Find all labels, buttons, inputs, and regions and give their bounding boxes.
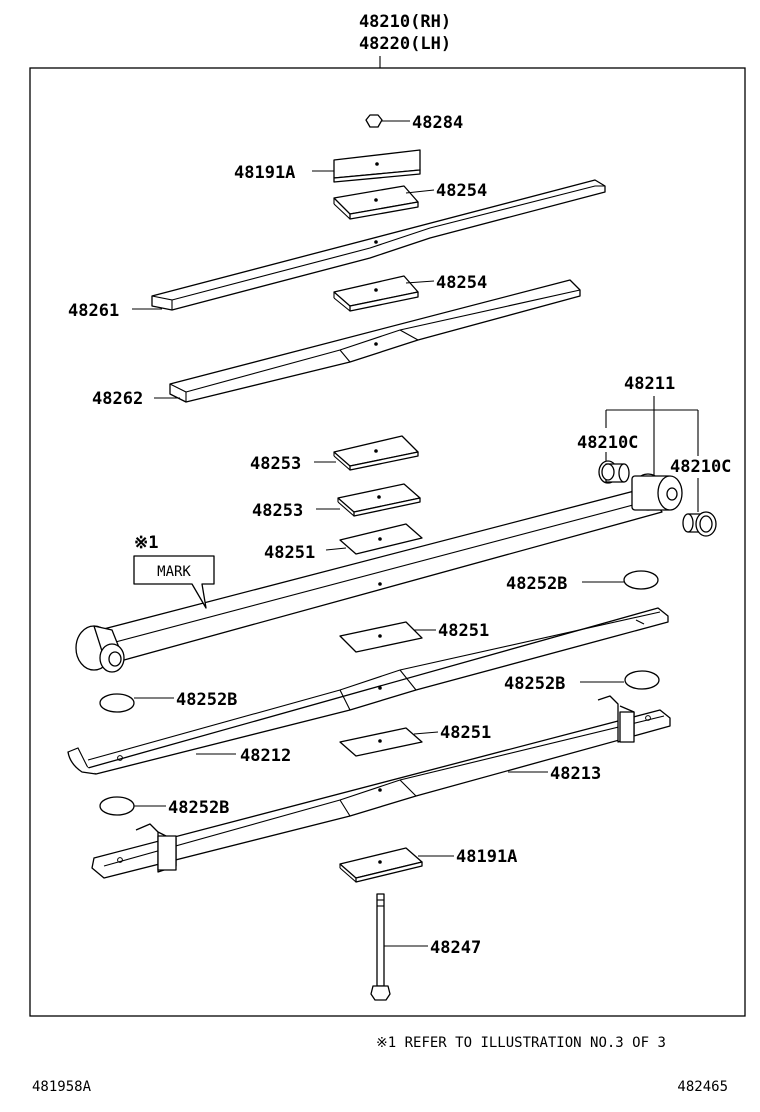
callout-pad-4: 48252B (168, 798, 229, 818)
callout-liner-2: 48251 (438, 621, 489, 641)
callout-center-bolt: 48247 (430, 938, 481, 958)
pad-4-part (99, 796, 166, 816)
assembly-label-rh: 48210(RH) (359, 12, 451, 32)
callout-pad-3: 48252B (176, 690, 237, 710)
liner-2-part (339, 621, 436, 653)
pad-1-part (582, 570, 659, 590)
callout-leaf-3: 48212 (240, 746, 291, 766)
assembly-label-lh: 48220(LH) (359, 34, 451, 54)
mark-tag-box (133, 555, 215, 609)
assembly-frame (29, 67, 746, 1017)
callout-spacer-mid-2: 48253 (252, 501, 303, 521)
callout-pad-1: 48252B (506, 574, 567, 594)
callout-seat-bottom: 48191A (456, 847, 517, 867)
mark-ref: ※1 (134, 533, 158, 553)
callout-pad-2: 48252B (504, 674, 565, 694)
leaf-1-part (132, 179, 606, 311)
pad-2-part (580, 670, 660, 690)
leaf-4-part (91, 695, 671, 879)
drawing-code-right: 482465 (677, 1079, 728, 1095)
callout-bushing-group: 48211 (624, 374, 675, 394)
seat-top-part (312, 149, 421, 183)
bushing-group-bracket (605, 396, 699, 476)
callout-liner-3: 48251 (440, 723, 491, 743)
callout-spacer-mid-1: 48253 (250, 454, 301, 474)
spacer-mid-1-part (314, 435, 419, 471)
seat-bottom-part (339, 847, 454, 883)
spacer-top-1-part (333, 185, 435, 220)
callout-bushing-left: 48210C (577, 433, 638, 453)
callout-spacer-top-1: 48254 (436, 181, 487, 201)
liner-1-part (325, 523, 423, 555)
callout-leaf-1: 48261 (68, 301, 119, 321)
nut-part (365, 114, 410, 128)
spacer-top-2-part (333, 275, 435, 312)
liner-3-part (339, 727, 439, 757)
callout-seat-top: 48191A (234, 163, 295, 183)
callout-spacer-top-2: 48254 (436, 273, 487, 293)
spacer-mid-2-part (316, 483, 421, 517)
callout-bushing-right: 48210C (670, 457, 731, 477)
center-bolt-part (370, 893, 428, 1001)
leaf-3-part (67, 607, 669, 775)
pad-3-part (99, 693, 174, 713)
callout-liner-1: 48251 (264, 543, 315, 563)
drawing-code-left: 481958A (32, 1079, 92, 1095)
callout-nut: 48284 (412, 113, 463, 133)
bushing-right-part (682, 478, 717, 537)
footnote: ※1 REFER TO ILLUSTRATION NO.3 OF 3 (376, 1035, 666, 1051)
bushing-left-part (598, 452, 630, 484)
leaf-2-part (154, 279, 581, 403)
callout-leaf-2: 48262 (92, 389, 143, 409)
main-leaf-part (75, 473, 683, 673)
callout-leaf-4: 48213 (550, 764, 601, 784)
mark-tag: MARK (157, 564, 191, 580)
